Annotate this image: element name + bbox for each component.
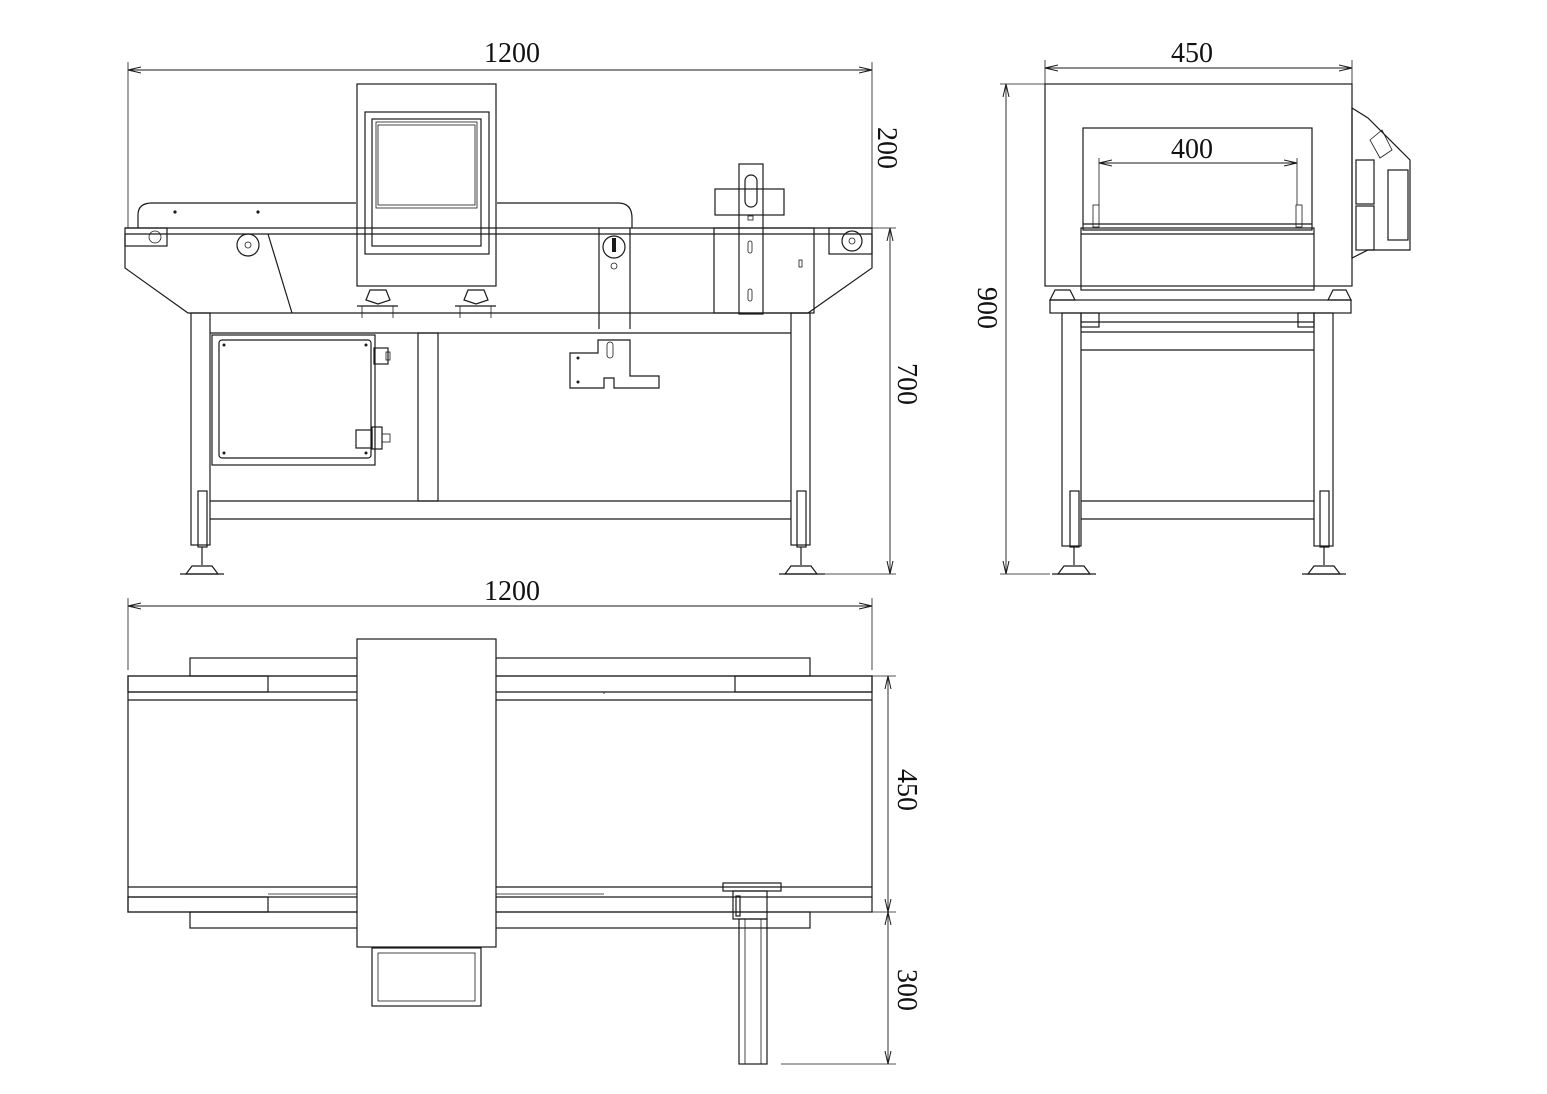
side-control-panel — [1351, 106, 1411, 259]
top-reject-arm — [722, 882, 782, 1065]
side-support-frame — [1049, 289, 1352, 575]
aperture-dimension: 400 — [1098, 134, 1298, 205]
reject-device — [713, 163, 815, 315]
front-width-label: 1200 — [484, 38, 540, 69]
top-conveyor — [127, 657, 873, 929]
top-length-dimension: 1200 — [127, 576, 873, 670]
front-height-dimensions: 200 700 — [816, 127, 922, 575]
table-height-label: 700 — [891, 363, 922, 405]
reject-arm-label: 300 — [891, 969, 922, 1011]
side-width-label: 450 — [1171, 38, 1213, 69]
side-height-dimension: 900 — [971, 83, 1050, 575]
top-length-label: 1200 — [484, 576, 540, 607]
side-detector-housing — [1044, 83, 1353, 291]
conveyor-belt-frame — [124, 202, 873, 314]
side-view: 450 900 400 — [971, 38, 1411, 575]
top-side-dimensions: 450 300 — [781, 675, 922, 1065]
side-width-dimension: 450 — [1044, 38, 1353, 84]
support-frame — [180, 312, 825, 575]
side-height-label: 900 — [971, 287, 1002, 329]
belt-width-label: 450 — [891, 769, 922, 811]
photo-sensor-bracket — [569, 228, 660, 389]
detector-mounting-feet — [357, 289, 496, 318]
control-cabinet — [211, 334, 391, 466]
top-detector-head — [356, 638, 497, 1007]
detector-height-label: 200 — [871, 127, 902, 169]
aperture-label: 400 — [1171, 134, 1213, 165]
detector-head — [356, 83, 497, 287]
front-width-dimension: 1200 — [127, 38, 873, 228]
front-view: 1200 — [124, 38, 922, 575]
top-view: 1200 — [127, 576, 922, 1065]
